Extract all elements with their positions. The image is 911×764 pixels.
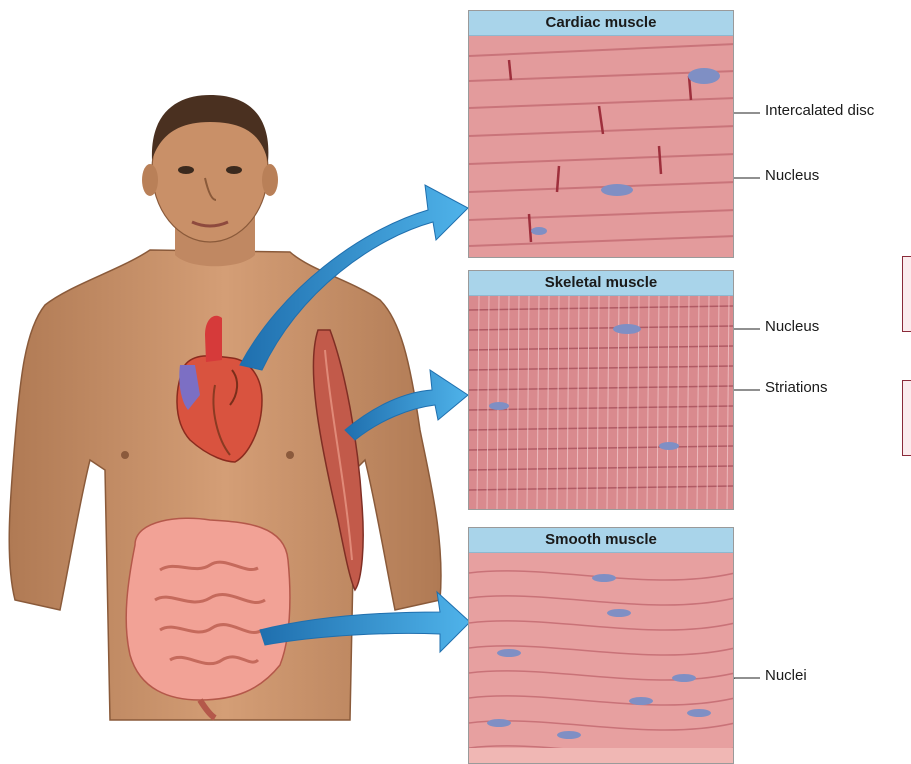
- skeletal-tissue-image: [469, 296, 733, 510]
- skeletal-muscle-panel: Skeletal muscle: [468, 270, 734, 510]
- cardiac-muscle-panel: Cardiac muscle: [468, 10, 734, 258]
- panel-title: Cardiac muscle: [469, 11, 733, 36]
- label-nuclei: Nuclei: [765, 667, 807, 684]
- label-skeletal-nucleus: Nucleus: [765, 318, 819, 335]
- cropped-side-box-2: [902, 380, 911, 456]
- cardiac-tissue-image: [469, 36, 733, 258]
- smooth-muscle-panel: Smooth muscle: [468, 527, 734, 764]
- label-cardiac-nucleus: Nucleus: [765, 167, 819, 184]
- label-striations: Striations: [765, 379, 828, 396]
- smooth-tissue-image: [469, 553, 733, 764]
- panel-title: Smooth muscle: [469, 528, 733, 553]
- panel-title: Skeletal muscle: [469, 271, 733, 296]
- cropped-side-box-1: [902, 256, 911, 332]
- label-intercalated-disc: Intercalated disc: [765, 102, 874, 119]
